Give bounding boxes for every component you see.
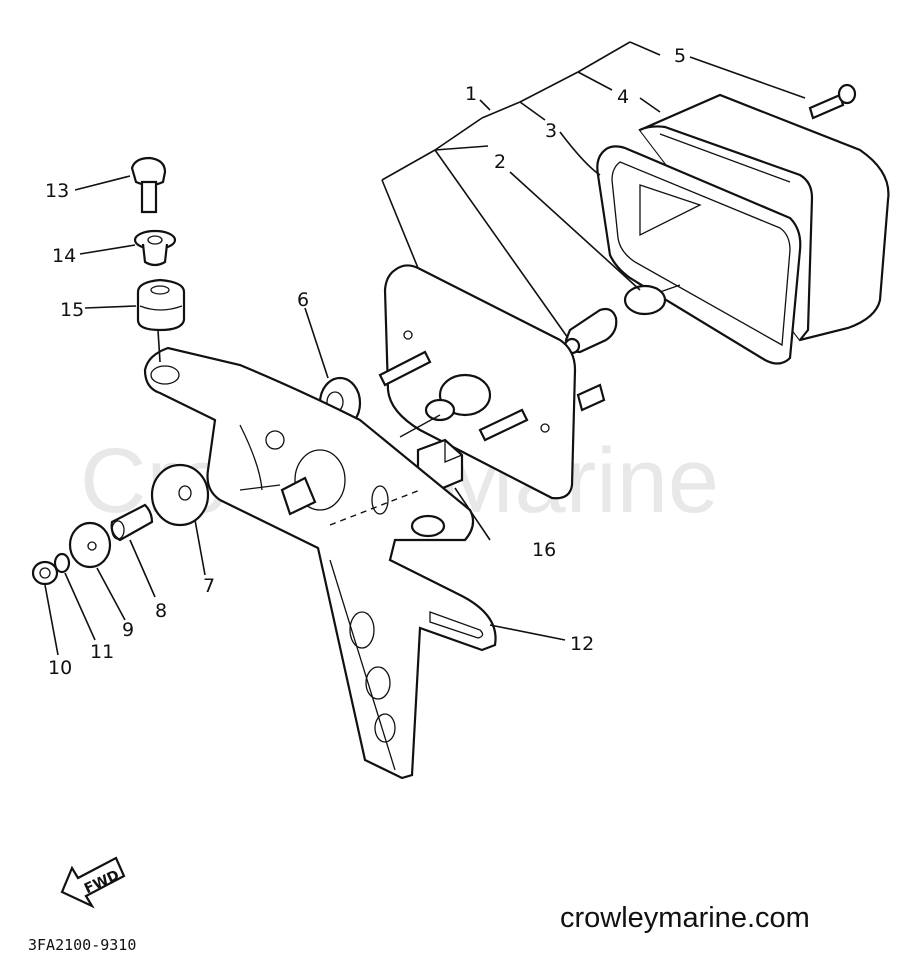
license-bracket [143, 346, 497, 780]
website-url[interactable]: crowleymarine.com [560, 902, 810, 934]
diagram-code: 3FA2100-9310 [28, 936, 136, 954]
callout-4: 4 [617, 86, 629, 108]
callout-2: 2 [494, 151, 506, 173]
collar [133, 229, 177, 267]
callout-12: 12 [570, 633, 594, 655]
fwd-arrow-icon: FWD [60, 856, 126, 909]
cushion [150, 463, 210, 527]
bulb-socket [563, 307, 618, 355]
callout-10: 10 [48, 657, 72, 679]
nut [31, 560, 59, 586]
spring-washer [53, 552, 71, 574]
callout-6: 6 [297, 289, 309, 311]
callout-16: 16 [532, 539, 556, 561]
screw [808, 83, 857, 120]
mounting-bolt [130, 156, 167, 214]
callout-14: 14 [52, 245, 76, 267]
base-plate [378, 264, 606, 500]
callout-3: 3 [545, 120, 557, 142]
callout-8: 8 [155, 600, 167, 622]
lens-gasket [596, 145, 802, 365]
bulb [623, 284, 681, 316]
callout-5: 5 [674, 45, 686, 67]
callout-numbers: 1 2 3 4 5 6 7 8 9 10 11 12 13 14 15 16 [45, 45, 686, 679]
callout-1: 1 [465, 83, 477, 105]
callout-13: 13 [45, 180, 69, 202]
plate-washer [68, 521, 112, 569]
leader-lines [44, 41, 806, 656]
rubber-grommet [136, 278, 186, 332]
callout-7: 7 [203, 575, 215, 597]
callout-11: 11 [90, 641, 114, 663]
spacer [110, 503, 154, 542]
callout-15: 15 [60, 299, 84, 321]
callout-9: 9 [122, 619, 134, 641]
